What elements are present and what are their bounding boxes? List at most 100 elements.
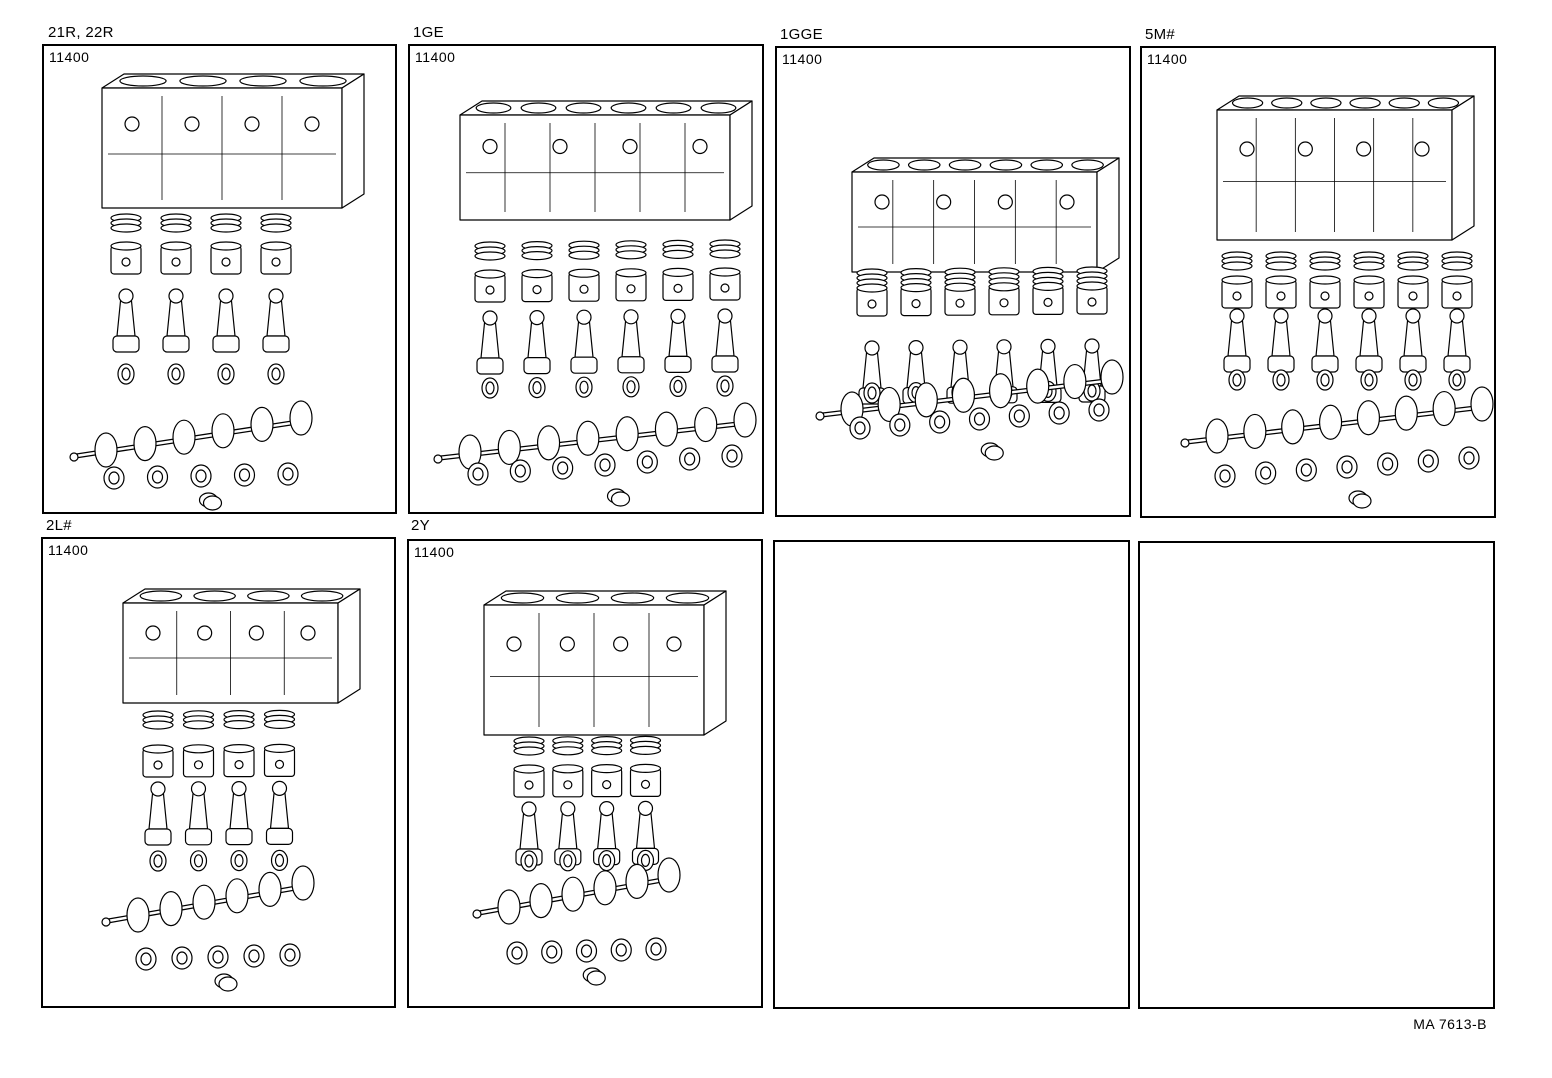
piston-ring (591, 746, 623, 756)
piston-pin (720, 283, 730, 293)
thrust-washer (202, 495, 223, 511)
main-bearing-inner (472, 467, 484, 481)
crank-web (529, 883, 553, 919)
main-bearing-inner (1300, 463, 1312, 477)
rod-bearing-inner (867, 386, 877, 400)
rod-bearing-inner (1276, 373, 1286, 387)
engine-assembly-drawing (69, 73, 365, 511)
main-bearing-inner (546, 945, 558, 959)
crank-web (1063, 363, 1087, 400)
crank-web (289, 400, 313, 436)
piston-ring (182, 720, 215, 730)
block-port (145, 625, 161, 641)
rod-bearing-inner (1232, 373, 1242, 387)
block-side (1451, 95, 1475, 241)
engine-assembly (101, 588, 361, 992)
piston-top (591, 764, 623, 774)
piston-top (513, 764, 545, 774)
piston-ring (709, 249, 741, 259)
crank-web (1281, 409, 1305, 445)
piston-ring (142, 720, 174, 730)
crank-web (126, 897, 150, 933)
piston-top (1397, 275, 1429, 285)
main-bearing-inner (238, 468, 251, 482)
rod-small-end (864, 340, 880, 356)
piston-ring (615, 250, 647, 260)
piston-pin (640, 779, 651, 789)
panel-1gge: 11400 (775, 46, 1131, 517)
crank-web (250, 406, 274, 442)
cylinder-bore (299, 75, 347, 87)
crank-snout (101, 917, 111, 927)
piston-top (568, 268, 600, 278)
cylinder-bore (139, 590, 183, 602)
crank-web (561, 876, 585, 912)
rod-bearing-inner (626, 380, 636, 394)
thrust-washer (610, 491, 631, 507)
thrust-washer (984, 445, 1004, 461)
piston-ring (552, 746, 584, 756)
main-bearing-inner (973, 412, 986, 426)
crank-web (914, 382, 938, 418)
piston-ring (662, 249, 694, 259)
cylinder-bore (179, 75, 227, 87)
crank-web (1470, 386, 1494, 422)
rod-cap (162, 335, 190, 353)
piston-pin (1320, 291, 1330, 301)
crank-web (1356, 400, 1381, 436)
main-bearing-inner (1013, 409, 1025, 423)
block-port (197, 625, 213, 641)
block-port (552, 138, 568, 155)
rod-cap (144, 828, 172, 846)
piston-ring (1441, 261, 1473, 271)
panel-empty-1 (773, 540, 1130, 1009)
rod-small-end (637, 800, 654, 816)
piston-pin (1408, 291, 1418, 301)
block-port (1414, 141, 1430, 157)
piston-top (1032, 281, 1064, 291)
main-bearing-inner (195, 469, 207, 483)
part-code: 11400 (415, 49, 456, 65)
rod-bearing-inner (234, 854, 244, 868)
rod-bearing-inner (121, 367, 131, 381)
rod-small-end (623, 309, 639, 325)
crank-web (192, 884, 216, 920)
crank-web (94, 432, 118, 468)
rod-bearing-inner (563, 854, 573, 868)
block-port (1059, 194, 1075, 210)
piston-pin (221, 257, 231, 267)
piston-pin (1043, 297, 1053, 307)
rod-small-end (168, 288, 184, 304)
main-bearing-inner (108, 471, 120, 485)
piston-top (110, 241, 142, 251)
rod-small-end (1449, 308, 1465, 324)
rod-small-end (1040, 338, 1056, 354)
main-bearing-inner (248, 949, 260, 963)
part-code: 11400 (414, 544, 455, 560)
block-side (337, 588, 361, 704)
crank-web (497, 429, 521, 466)
piston-top (521, 269, 553, 279)
rod-small-end (1273, 308, 1289, 324)
cylinder-bore (247, 590, 290, 602)
rod-cap (265, 827, 294, 845)
crank-web (1432, 390, 1456, 427)
main-bearing-inner (1422, 454, 1434, 468)
piston-ring (260, 223, 292, 233)
piston-top (709, 267, 741, 277)
cylinder-bore (867, 159, 900, 171)
main-bearing-inner (615, 943, 627, 957)
block-port (666, 636, 682, 652)
piston-pin (563, 780, 573, 790)
cylinder-bore (239, 75, 287, 87)
crank-snout (472, 909, 482, 919)
rod-small-end (1361, 308, 1377, 324)
rod-small-end (599, 801, 615, 817)
crank-snout (1180, 438, 1190, 448)
block-port (124, 116, 140, 132)
cylinder-bore (948, 159, 982, 171)
piston-ring (521, 251, 553, 261)
crank-web (211, 413, 235, 449)
piston-pin (524, 780, 534, 790)
rod-bearing-inner (1364, 373, 1374, 387)
